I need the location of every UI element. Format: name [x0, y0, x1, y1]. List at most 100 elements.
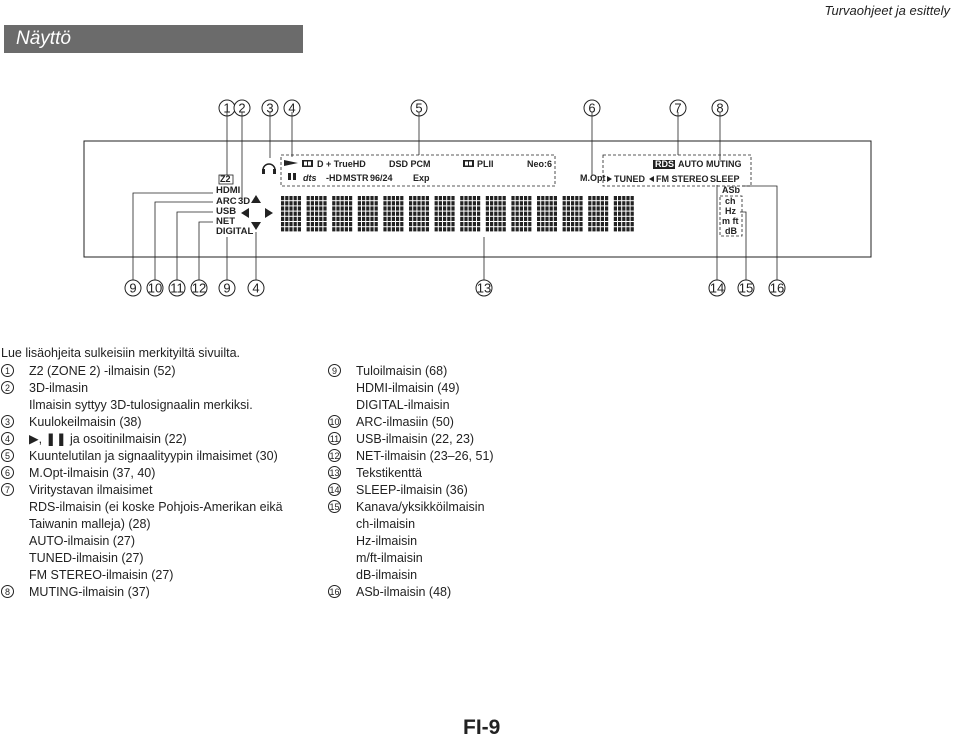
input-digital: DIGITAL — [216, 226, 253, 237]
legend-text: dB-ilmaisin — [356, 568, 418, 582]
bottom-callout-circle — [218, 279, 236, 297]
bottom-callout-label: 11 — [170, 281, 184, 296]
z2-indicator: Z2 — [220, 174, 231, 184]
running-header: Turvaohjeet ja esittely — [824, 3, 951, 18]
top-callout-label: 4 — [288, 101, 295, 116]
signal-hd: -HD — [326, 173, 342, 183]
legend-number: 7 — [1, 483, 14, 496]
top-callout-label: 1 — [223, 101, 230, 116]
legend-text: Ilmaisin syttyy 3D-tulosignaalin merkiks… — [29, 398, 253, 412]
legend-number: 12 — [328, 449, 341, 462]
bottom-callout-label: 15 — [739, 281, 753, 296]
ch-indicator: ch — [725, 196, 736, 206]
section-title: Näyttö — [16, 28, 71, 49]
character-cell — [383, 196, 404, 232]
legend-text: Z2 (ZONE 2) -ilmaisin (52) — [29, 364, 176, 378]
tuner-indicator-group — [602, 154, 752, 187]
top-callout-label: 2 — [238, 101, 245, 116]
bottom-callout-circle — [168, 279, 186, 297]
legend-number: 16 — [328, 585, 341, 598]
mopt-indicator: M.Opt — [580, 173, 606, 183]
bottom-callout-label: 9 — [129, 281, 136, 296]
bottom-callout-circle — [768, 279, 786, 297]
pause-icon — [288, 173, 296, 180]
legend-text: 3D-ilmasin — [29, 381, 89, 395]
legend-number: 5 — [1, 449, 14, 462]
bottom-callout-circle — [190, 279, 208, 297]
sleep-indicator: SLEEP — [710, 174, 740, 184]
legend-text: M.Opt-ilmaisin (37, 40) — [29, 466, 156, 480]
tuned-indicator: TUNED — [614, 174, 645, 184]
label-3d: 3D — [238, 196, 250, 207]
legend-text: TUNED-ilmaisin (27) — [29, 551, 144, 565]
character-cell — [588, 196, 609, 232]
top-callout-label: 6 — [588, 101, 595, 116]
legend-text: Taiwanin malleja) (28) — [29, 517, 151, 531]
legend-text: NET-ilmaisin (23–26, 51) — [356, 449, 494, 463]
legend-text: m/ft-ilmaisin — [356, 551, 423, 565]
legend-text: RDS-ilmaisin (ei koske Pohjois-Amerikan … — [29, 500, 283, 514]
bottom-callout-circle — [247, 279, 265, 297]
bottom-callout-circle — [475, 279, 493, 297]
character-cell — [485, 196, 506, 232]
character-cell — [562, 196, 583, 232]
character-cell — [613, 196, 634, 232]
rds-indicator: RDS — [655, 159, 674, 169]
top-callout-label: 3 — [266, 101, 273, 116]
character-cell — [511, 196, 532, 232]
bottom-callout-circle — [124, 279, 142, 297]
legend-number: 9 — [328, 364, 341, 377]
legend-number: 10 — [328, 415, 341, 428]
tuned-left-arrow-icon — [607, 176, 612, 182]
legend-number: 13 — [328, 466, 341, 479]
mft-indicator: m ft — [722, 216, 739, 226]
legend-text: DIGITAL-ilmaisin — [356, 398, 450, 412]
signal-dts: dts — [303, 173, 317, 183]
legend-text: FM STEREO-ilmaisin (27) — [29, 568, 174, 582]
text-field — [281, 196, 634, 232]
legend-text: SLEEP-ilmaisin (36) — [356, 483, 468, 497]
legend-number: 11 — [328, 432, 341, 445]
legend-text: ch-ilmaisin — [356, 517, 416, 531]
auto-indicator: AUTO — [678, 159, 703, 169]
play-icon — [284, 160, 298, 166]
legend-text: Kanava/yksikköilmaisin — [356, 500, 485, 514]
legend-text: ASb-ilmaisin (48) — [356, 585, 452, 599]
legend-text: Kuulokeilmaisin (38) — [29, 415, 142, 429]
bottom-callout-label: 10 — [148, 281, 162, 296]
bottom-callout-circle — [708, 279, 726, 297]
signal-dsd-pcm: DSD PCM — [389, 159, 431, 169]
bottom-callout-label: 13 — [477, 281, 491, 296]
signal-truehd: D + TrueHD — [317, 159, 366, 169]
input-net: NET — [216, 216, 235, 227]
dolby-icon — [302, 160, 313, 167]
bottom-callout-circle — [737, 279, 755, 297]
signal-plii: PLII — [477, 159, 494, 169]
legend-text: Hz-ilmaisin — [356, 534, 418, 548]
legend-number: 14 — [328, 483, 341, 496]
character-cell — [460, 196, 481, 232]
legend-text: ARC-ilmasiin (50) — [356, 415, 454, 429]
cursor-arrows-icon — [241, 195, 273, 230]
asb-indicator: ASb — [722, 185, 741, 195]
tuned-right-arrow-icon — [649, 176, 654, 182]
legend-number: 3 — [1, 415, 14, 428]
bottom-callout-label: 4 — [252, 281, 259, 296]
character-cell — [281, 196, 301, 232]
z2-indicator-box — [218, 174, 234, 185]
bottom-callout-label: 12 — [192, 281, 206, 296]
hz-indicator: Hz — [725, 206, 736, 216]
signal-exp: Exp — [413, 173, 430, 183]
rds-badge — [653, 160, 675, 169]
page-number: FI-9 — [463, 716, 501, 739]
intro-text: Lue lisäohjeita sulkeisiin merkityiltä s… — [1, 346, 240, 360]
legend-text: ▶, ❚❚ ja osoitinilmaisin (22) — [29, 432, 187, 446]
fm-stereo-indicator: FM STEREO — [656, 174, 709, 184]
legend-number: 8 — [1, 585, 14, 598]
top-callout-label: 5 — [415, 101, 422, 116]
character-cell — [306, 196, 327, 232]
legend-number: 15 — [328, 500, 341, 513]
